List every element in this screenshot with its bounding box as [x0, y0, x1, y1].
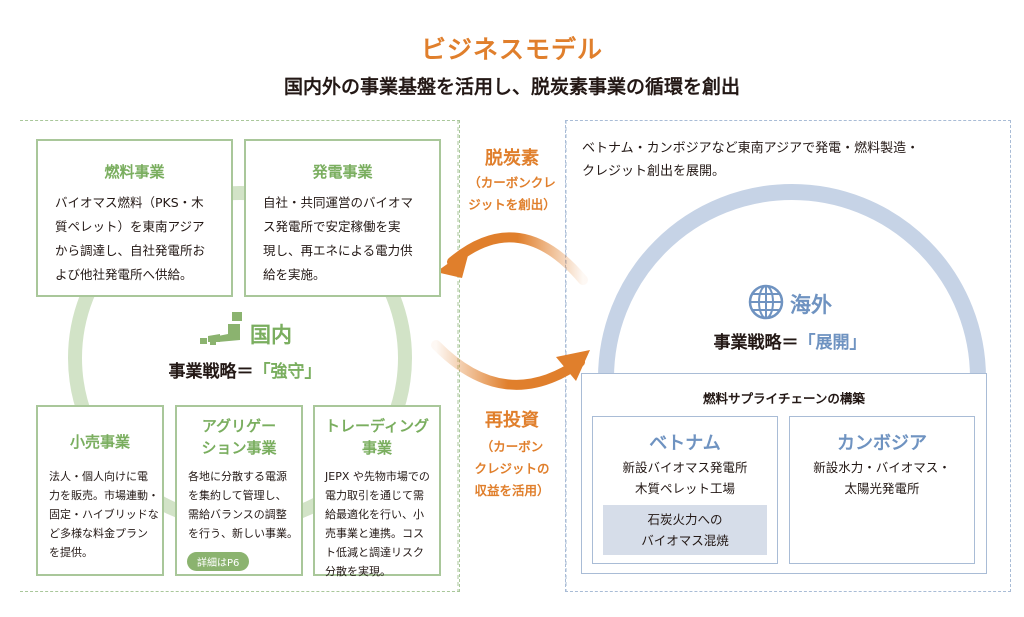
retail-line: 力を販売。市場連動・ — [49, 489, 159, 502]
cambodia-title: カンボジア — [837, 433, 927, 454]
overseas-intro-line: ベトナム・カンボジアなど東南アジアで発電・燃料製造・ — [582, 141, 920, 156]
aggregation-title-line: ション事業 — [201, 439, 277, 457]
retail-business-box: 小売事業 法人・個人向けに電 力を販売。市場連動・ 固定・ハイブリッドな ど多様… — [36, 405, 164, 576]
power-line: ス発電所で安定稼働を実 — [263, 219, 401, 234]
vietnam-cofiring-highlight: 石炭火力への バイオマス混焼 — [603, 505, 767, 555]
aggregation-title-line: アグリゲー — [201, 417, 277, 435]
aggregation-business-title: アグリゲー ション事業 — [177, 415, 301, 459]
power-business-title: 発電事業 — [312, 163, 373, 181]
vietnam-box: ベトナム 新設バイオマス発電所 木質ペレット工場 石炭火力への バイオマス混焼 — [592, 416, 778, 564]
overseas-strategy-value: 「展開」 — [798, 333, 867, 353]
trading-business-box: トレーディング 事業 JEPX や先物市場での 電力取引を通じて需 給最適化を行… — [313, 405, 441, 578]
decarbonize-sub-line: （カーボンクレ — [468, 175, 556, 190]
vietnam-line: 木質ペレット工場 — [634, 481, 735, 496]
cambodia-line: 新設水力・バイオマス・ — [813, 460, 951, 475]
decarbonize-sub-line: ジットを創出） — [468, 197, 556, 212]
fuel-line: 質ペレット）を東南アジア — [55, 219, 205, 234]
retail-line: 法人・個人向けに電 — [49, 470, 148, 483]
domestic-strategy-label: 事業戦略＝ — [168, 362, 254, 382]
reinvest-label: 再投資 （カーボン クレジットの 収益を活用） — [460, 406, 564, 502]
power-line: 給を実施。 — [263, 267, 326, 282]
overseas-intro-line: クレジット創出を展開。 — [582, 164, 726, 179]
vietnam-highlight-line: バイオマス混焼 — [641, 533, 729, 548]
aggregation-business-box: アグリゲー ション事業 各地に分散する電源 を集約して管理し、 需給バランスの調… — [175, 405, 303, 576]
domestic-strategy-value: 「強守」 — [253, 362, 322, 382]
reinvest-sub-line: クレジットの — [474, 461, 550, 476]
arrow-decarbonize — [447, 232, 588, 285]
page-title: ビジネスモデル — [420, 35, 603, 64]
fuel-line: よび他社発電所へ供給。 — [55, 267, 193, 282]
reinvest-sub-line: 収益を活用） — [474, 483, 550, 498]
aggregation-line: を集約して管理し、 — [188, 489, 287, 502]
trading-line: 分散を実現。 — [325, 565, 391, 578]
trading-line: 売事業と連携。コス — [325, 527, 424, 540]
vietnam-line: 新設バイオマス発電所 — [622, 460, 748, 475]
retail-line: ど多様な料金プラン — [49, 527, 148, 540]
vietnam-highlight-line: 石炭火力への — [647, 512, 723, 527]
domestic-title: 国内 — [250, 323, 292, 347]
retail-line: を提供。 — [49, 546, 93, 559]
trading-line: 給最適化を行い、小 — [325, 508, 424, 521]
trading-line: ト低減と調達リスク — [325, 546, 424, 559]
fuel-business-box: 燃料事業 バイオマス燃料（PKS・木 質ペレット）を東南アジア から調達し、自社… — [36, 139, 233, 297]
page-subtitle: 国内外の事業基盤を活用し、脱炭素事業の循環を創出 — [283, 76, 740, 98]
details-link-p6[interactable]: 詳細はP6 — [187, 552, 250, 571]
trading-business-title: トレーディング 事業 — [315, 415, 439, 459]
aggregation-line: を行う、新しい事業。 — [188, 527, 298, 540]
power-line: 自社・共同運営のバイオマ — [263, 195, 414, 210]
reinvest-heading: 再投資 — [485, 410, 539, 431]
arrow-reinvest-head — [556, 350, 590, 381]
fuel-line: から調達し、自社発電所お — [55, 243, 206, 258]
trading-line: 電力取引を通じて需 — [325, 489, 424, 502]
overseas-intro: ベトナム・カンボジアなど東南アジアで発電・燃料製造・ クレジット創出を展開。 — [582, 137, 919, 183]
trading-line: JEPX や先物市場での — [325, 470, 430, 483]
retail-line: 固定・ハイブリッドな — [49, 508, 159, 521]
fuel-business-title: 燃料事業 — [104, 163, 165, 181]
fuel-line: バイオマス燃料（PKS・木 — [55, 195, 204, 210]
aggregation-line: 需給バランスの調整 — [188, 508, 287, 521]
reinvest-sub-line: （カーボン — [480, 439, 544, 454]
trading-title-line: トレーディング — [325, 417, 429, 435]
supply-chain-title: 燃料サプライチェーンの構築 — [703, 391, 865, 406]
japan-map-icon — [200, 312, 242, 345]
arrow-decarbonize-head — [436, 248, 470, 278]
cambodia-line: 太陽光発電所 — [844, 481, 920, 496]
power-business-box: 発電事業 自社・共同運営のバイオマ ス発電所で安定稼働を実 現し、再エネによる電… — [244, 139, 441, 297]
retail-business-title: 小売事業 — [69, 433, 130, 451]
overseas-strategy-label: 事業戦略＝ — [713, 333, 799, 353]
trading-title-line: 事業 — [361, 439, 392, 457]
overseas-title: 海外 — [790, 293, 832, 317]
decarbonize-label: 脱炭素 （カーボンクレ ジットを創出） — [460, 144, 564, 216]
overseas-label: 海外 事業戦略＝「展開」 — [680, 284, 900, 353]
domestic-panel — [20, 120, 460, 592]
cambodia-box: カンボジア 新設水力・バイオマス・ 太陽光発電所 — [789, 416, 975, 564]
aggregation-line: 各地に分散する電源 — [188, 470, 287, 483]
arrow-reinvest — [431, 340, 585, 390]
vietnam-title: ベトナム — [649, 433, 721, 454]
decarbonize-heading: 脱炭素 — [485, 148, 539, 169]
domestic-label: 国内 事業戦略＝「強守」 — [140, 312, 350, 382]
globe-icon — [748, 284, 784, 320]
power-line: 現し、再エネによる電力供 — [263, 243, 413, 258]
